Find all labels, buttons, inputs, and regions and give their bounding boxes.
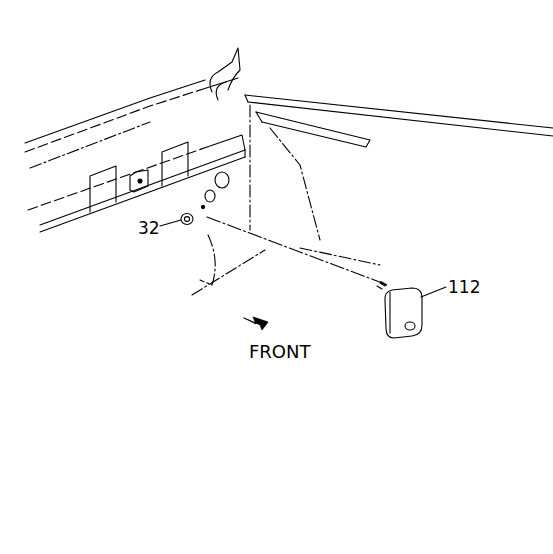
direction-label: FRONT	[249, 343, 311, 361]
callout-number: 32	[138, 220, 160, 237]
callout-number: 112	[448, 279, 480, 296]
